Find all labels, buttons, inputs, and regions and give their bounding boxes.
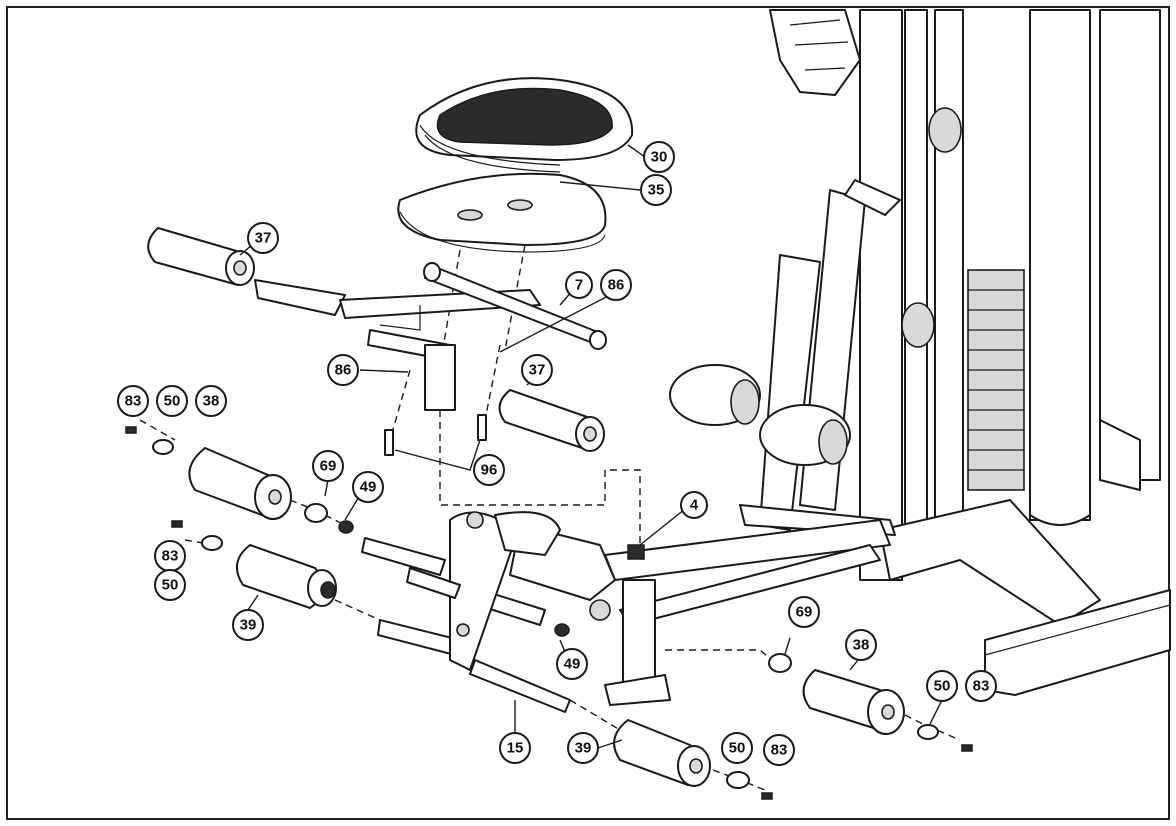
svg-text:83: 83 bbox=[162, 548, 179, 565]
svg-text:50: 50 bbox=[729, 740, 746, 757]
callout-30: 30 bbox=[643, 141, 675, 173]
callout-35: 35 bbox=[640, 174, 672, 206]
diagram-frame bbox=[6, 6, 1170, 820]
bolt-part-83-upper-left bbox=[125, 426, 137, 434]
washer-part-50-lower bbox=[726, 771, 750, 789]
svg-text:37: 37 bbox=[529, 362, 546, 379]
svg-text:39: 39 bbox=[240, 617, 257, 634]
callouts: 30 35 37 7 86 86 37 83 50 38 96 69 49 4 … bbox=[117, 141, 997, 766]
roller-axles bbox=[361, 537, 571, 713]
callout-83-upper-left: 83 bbox=[117, 385, 149, 417]
seat-pad-part-30 bbox=[415, 77, 634, 173]
foam-roller-part-37-lower bbox=[498, 389, 605, 452]
seat-support-part-7 bbox=[254, 262, 607, 411]
bolt-part-83-mid-left bbox=[171, 520, 183, 528]
spacer-part-49-left bbox=[338, 520, 354, 534]
washer-part-50-mid-left bbox=[201, 535, 223, 551]
svg-text:83: 83 bbox=[771, 742, 788, 759]
callout-83-lower: 83 bbox=[763, 734, 795, 766]
washer-part-50-upper-left bbox=[152, 439, 174, 455]
svg-text:50: 50 bbox=[162, 577, 179, 594]
callout-4: 4 bbox=[680, 491, 708, 519]
callout-69-right: 69 bbox=[788, 596, 820, 628]
callout-69-left: 69 bbox=[312, 450, 344, 482]
roller-part-39-lower bbox=[613, 719, 711, 787]
roller-part-38-left bbox=[188, 447, 292, 520]
callout-38-left: 38 bbox=[195, 385, 227, 417]
callout-86-lower: 86 bbox=[327, 354, 359, 386]
callout-86-upper: 86 bbox=[600, 269, 632, 301]
callout-7: 7 bbox=[565, 271, 593, 299]
callout-49-center: 49 bbox=[556, 648, 588, 680]
svg-text:86: 86 bbox=[608, 277, 625, 294]
svg-text:50: 50 bbox=[164, 393, 181, 410]
leg-extension-frame bbox=[669, 179, 901, 536]
svg-text:49: 49 bbox=[564, 656, 581, 673]
callout-37-upper: 37 bbox=[247, 222, 279, 254]
svg-text:86: 86 bbox=[335, 362, 352, 379]
roller-part-39-left bbox=[235, 544, 337, 609]
svg-text:83: 83 bbox=[973, 678, 990, 695]
svg-text:50: 50 bbox=[934, 678, 951, 695]
svg-text:39: 39 bbox=[575, 740, 592, 757]
callout-15: 15 bbox=[499, 732, 531, 764]
bolt-part-83-lower bbox=[761, 792, 773, 800]
callout-50-upper-left: 50 bbox=[156, 385, 188, 417]
svg-text:30: 30 bbox=[651, 149, 668, 166]
bolt-part-83-right bbox=[961, 744, 973, 752]
callout-83-mid-left: 83 bbox=[154, 540, 186, 572]
svg-text:37: 37 bbox=[255, 230, 272, 247]
spacer-part-69-left bbox=[304, 503, 328, 523]
callout-50-right: 50 bbox=[926, 670, 958, 702]
callout-38-right: 38 bbox=[845, 629, 877, 661]
svg-text:69: 69 bbox=[796, 604, 813, 621]
pins-part-96 bbox=[384, 414, 487, 456]
machine-tower bbox=[769, 9, 1171, 696]
svg-text:69: 69 bbox=[320, 458, 337, 475]
callout-50-lower: 50 bbox=[721, 732, 753, 764]
pivot-plate bbox=[406, 511, 561, 671]
seat-board-part-35 bbox=[397, 172, 607, 253]
svg-text:7: 7 bbox=[575, 277, 583, 294]
roller-part-38-right bbox=[802, 669, 905, 735]
spacer-part-69-right bbox=[768, 653, 792, 673]
foam-roller-part-37-upper bbox=[147, 227, 255, 286]
svg-text:15: 15 bbox=[507, 740, 524, 757]
svg-text:96: 96 bbox=[481, 462, 498, 479]
washer-part-50-right bbox=[917, 724, 939, 740]
svg-text:83: 83 bbox=[125, 393, 142, 410]
svg-text:38: 38 bbox=[203, 393, 220, 410]
callout-39-lower: 39 bbox=[567, 732, 599, 764]
svg-text:4: 4 bbox=[690, 497, 699, 514]
callout-96: 96 bbox=[473, 454, 505, 486]
callout-39-left: 39 bbox=[232, 609, 264, 641]
svg-text:38: 38 bbox=[853, 637, 870, 654]
callout-83-right: 83 bbox=[965, 670, 997, 702]
svg-text:49: 49 bbox=[360, 479, 377, 496]
callout-49-left: 49 bbox=[352, 471, 384, 503]
callout-37-lower: 37 bbox=[521, 354, 553, 386]
svg-text:35: 35 bbox=[648, 182, 665, 199]
callout-50-mid-left: 50 bbox=[154, 569, 186, 601]
bench-frame-part-4 bbox=[509, 519, 891, 706]
spacer-part-49-center bbox=[554, 623, 570, 637]
